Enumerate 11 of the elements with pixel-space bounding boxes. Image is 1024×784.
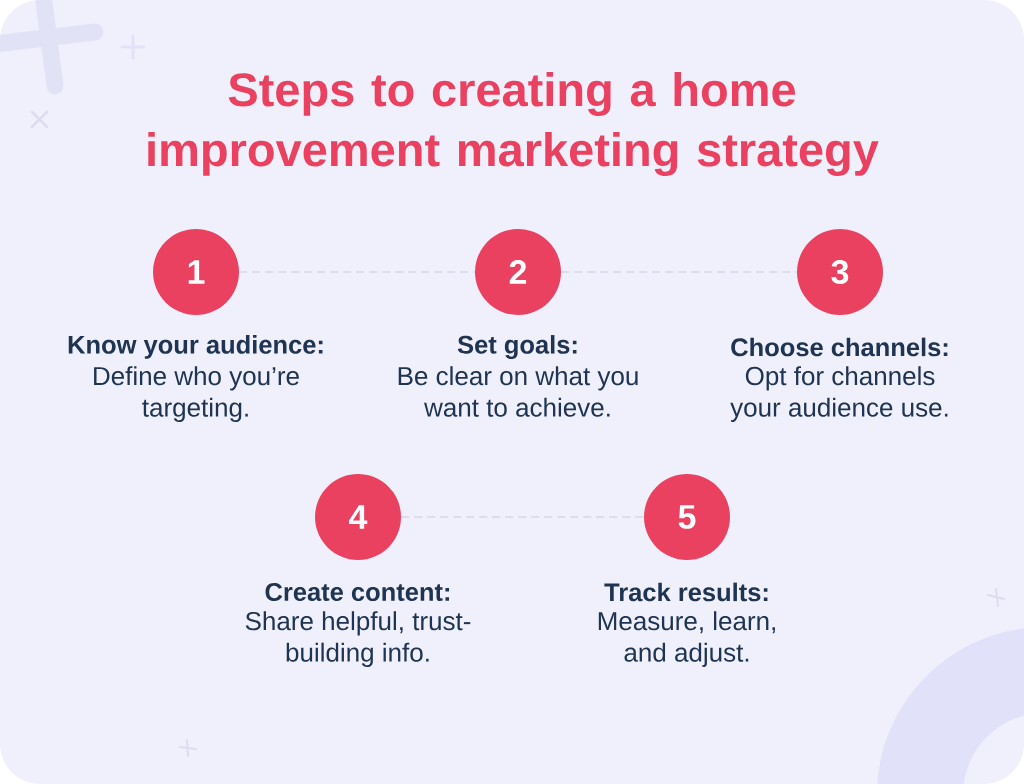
title: Steps to creating a home improvement marketing strategy xyxy=(148,71,879,176)
step-heading: Set goals: xyxy=(457,335,577,359)
step-heading: Know your audience: xyxy=(68,335,323,359)
step-heading: Track results: xyxy=(604,582,768,602)
step-description: Measure, learn, and adjust. xyxy=(598,611,775,667)
step-heading: Create content: xyxy=(265,582,450,602)
step-description: Define who you’re targeting. xyxy=(94,366,299,422)
step-description: Share helpful, trust-building info. xyxy=(245,611,471,667)
step-description: Be clear on what you want to achieve. xyxy=(398,366,638,417)
step-heading: Choose channels: xyxy=(731,337,948,357)
step-description: Opt for channels your audience use. xyxy=(730,366,948,422)
